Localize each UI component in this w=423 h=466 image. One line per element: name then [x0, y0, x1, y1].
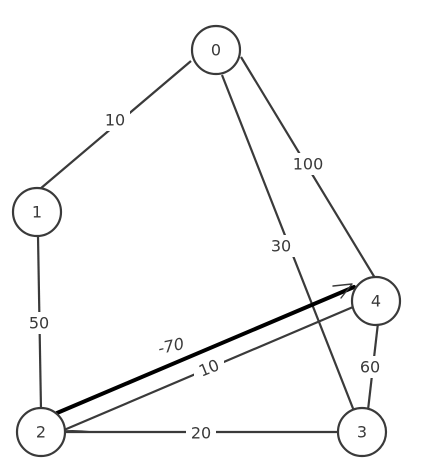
weight-label-0-3: 30: [271, 237, 291, 256]
annotation-label: -70: [156, 334, 186, 358]
weight-label-0-4: 100: [293, 155, 324, 174]
node-2-label: 2: [36, 423, 46, 442]
node-4-label: 4: [371, 292, 381, 311]
node-1: 1: [11, 186, 63, 238]
node-3: 3: [336, 406, 388, 458]
highlighted-path-2-4: [55, 285, 356, 415]
node-1-label: 1: [32, 203, 42, 222]
node-3-label: 3: [357, 423, 367, 442]
node-0-label: 0: [211, 41, 221, 60]
weight-label-1-2: 50: [29, 314, 49, 333]
weight-label-0-1: 10: [105, 111, 125, 130]
node-0: 0: [190, 24, 242, 76]
node-2: 2: [15, 406, 67, 458]
node-4: 4: [350, 275, 402, 327]
weight-label-2-3: 20: [191, 424, 211, 443]
arrowhead-mark-at-4: [332, 283, 353, 299]
weight-label-3-4: 60: [360, 358, 380, 377]
